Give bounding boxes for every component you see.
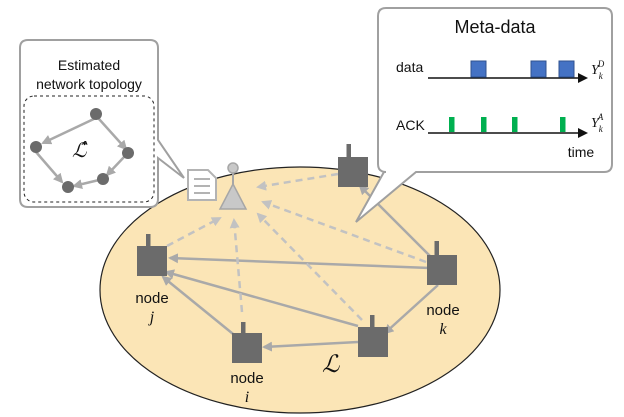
estimated-title-line1: Estimated <box>58 57 120 73</box>
node-j-letter: j <box>148 309 155 326</box>
link-c-to-j <box>164 269 359 328</box>
link-k-to-j <box>168 253 431 270</box>
data-packet <box>530 60 547 78</box>
estimated-title-line2: network topology <box>36 76 142 92</box>
ack-row-label: ACK <box>396 117 425 133</box>
estimated-graph-edges <box>35 115 128 189</box>
ack-packet <box>481 117 487 132</box>
ack-packet <box>560 117 566 132</box>
data-packet <box>470 60 487 78</box>
node-upper <box>338 144 368 187</box>
node-i-letter: i <box>245 389 249 406</box>
ack-packet <box>449 117 455 132</box>
node-i-word: node <box>230 370 263 387</box>
data-row-label: data <box>396 59 423 75</box>
estimated-graph-nodes <box>30 108 134 193</box>
ack-symbol: YkA <box>591 112 604 134</box>
link-c-to-i <box>262 340 359 352</box>
node-center <box>358 315 388 357</box>
dash-j-to-monitor <box>166 216 222 248</box>
link-k-to-c <box>383 284 439 335</box>
estimated-graph-box <box>23 95 155 203</box>
data-packet <box>558 60 575 78</box>
node-k-word: node <box>426 302 459 319</box>
dash-c-to-monitor <box>256 212 363 321</box>
ack-packet <box>512 117 518 132</box>
metadata-callout: Meta-data data YkD ACK YkA time <box>355 7 613 223</box>
link-i-to-j <box>161 275 239 339</box>
region-label: ℒ <box>322 352 340 378</box>
time-axis-label: time <box>568 144 595 160</box>
node-j-word: node <box>135 290 168 307</box>
node-k <box>427 241 457 285</box>
node-j <box>137 234 167 276</box>
network-links <box>161 184 439 352</box>
metadata-title: Meta-data <box>454 17 536 37</box>
estimate-label: ℒ̂ <box>72 140 88 162</box>
dash-upper-to-monitor <box>256 172 339 191</box>
node-k-letter: k <box>439 321 447 338</box>
overhear-links <box>166 172 427 321</box>
estimated-topology-callout: Estimated network topology ℒ̂ <box>19 39 185 208</box>
document-icon <box>187 169 217 201</box>
data-symbol: YkD <box>591 59 605 81</box>
dash-k-to-monitor <box>261 200 427 264</box>
dash-i-to-monitor <box>229 218 244 313</box>
node-i <box>232 322 262 363</box>
antenna-icon <box>218 162 248 210</box>
